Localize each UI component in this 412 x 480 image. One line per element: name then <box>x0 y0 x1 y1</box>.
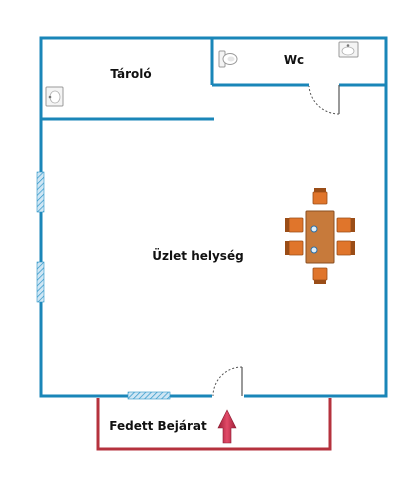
chair <box>312 188 328 205</box>
window-bottom <box>127 391 171 400</box>
room-label-storage: Tároló <box>110 67 151 81</box>
room-label-entrance: Fedett Bejárat <box>109 419 207 433</box>
sink-icon <box>45 86 64 107</box>
wc-sink-icon <box>338 41 359 58</box>
covered-entrance-outline <box>96 398 332 451</box>
table-set <box>285 188 355 284</box>
room-label-wc: Wc <box>284 53 304 67</box>
table <box>305 210 335 264</box>
chair <box>336 217 355 233</box>
entrance-door <box>212 366 243 397</box>
chair <box>312 267 328 284</box>
chair <box>285 217 304 233</box>
toilet-icon <box>218 50 238 68</box>
window-left-lower <box>36 261 45 303</box>
chair <box>336 240 355 256</box>
chair <box>285 240 304 256</box>
wc-door <box>308 85 340 115</box>
window-left-upper <box>36 171 45 213</box>
entrance-arrow-icon <box>217 409 237 444</box>
room-label-shop: Üzlet helység <box>152 248 243 263</box>
